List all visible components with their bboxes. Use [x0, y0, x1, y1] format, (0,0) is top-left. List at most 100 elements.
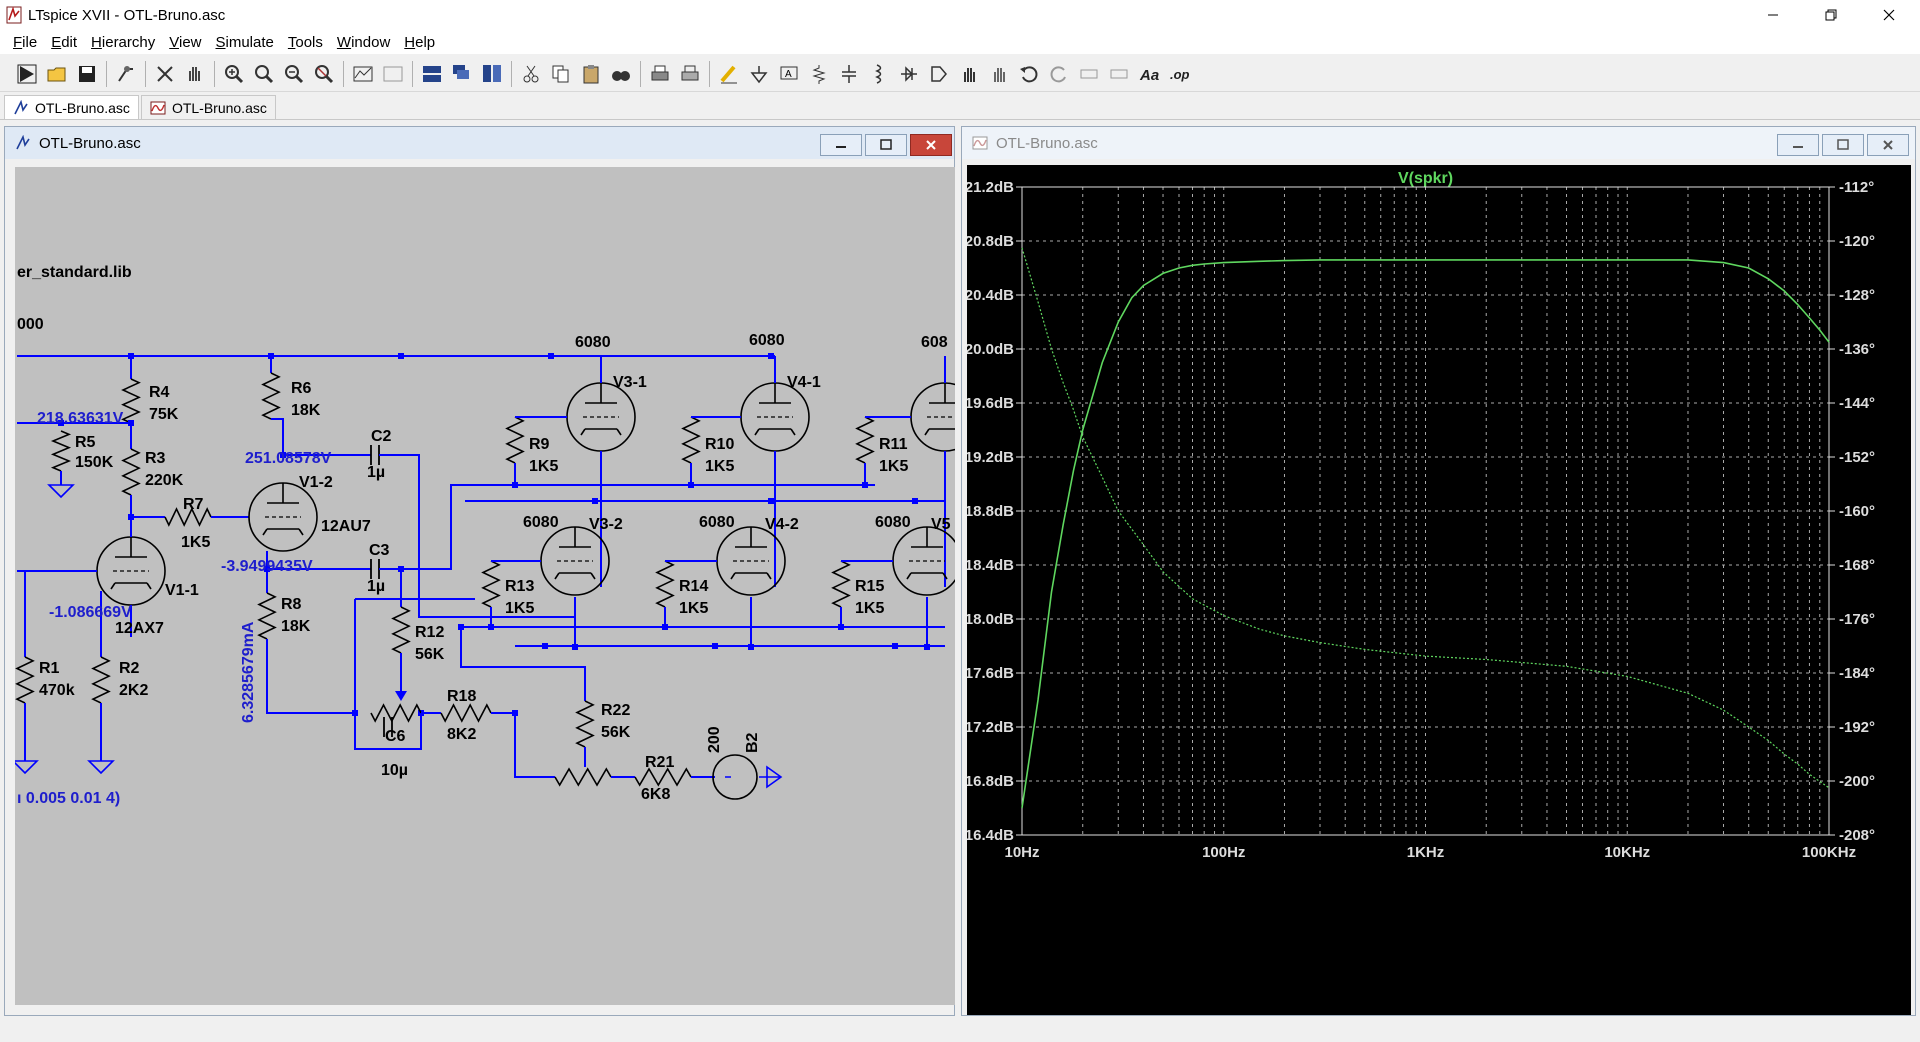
open-button[interactable]	[42, 59, 72, 89]
redo-button[interactable]	[1044, 59, 1074, 89]
redo-icon	[1050, 65, 1066, 82]
resistor-symbol[interactable]	[481, 560, 501, 608]
wire[interactable]	[460, 627, 586, 701]
mirror-button[interactable]	[1104, 59, 1134, 89]
restore-button[interactable]	[1802, 0, 1860, 30]
resistor-symbol[interactable]	[121, 378, 141, 424]
resistor-symbol[interactable]	[370, 703, 422, 723]
waveform-window[interactable]: OTL-Bruno.asc 21.2dB-112°20.8dB-120°20.4…	[961, 126, 1916, 1016]
schematic-maximize-button[interactable]	[865, 134, 907, 156]
wire[interactable]	[271, 418, 284, 455]
close-button[interactable]	[1860, 0, 1918, 30]
zoom-pan-button[interactable]	[249, 59, 279, 89]
pan-button[interactable]	[180, 59, 210, 89]
component-label: R6	[291, 380, 312, 397]
paste-icon	[583, 64, 599, 83]
control-panel-button[interactable]	[111, 59, 141, 89]
menu-item[interactable]: Hierarchy	[84, 34, 162, 51]
vacuum-tube-symbol[interactable]	[248, 482, 318, 552]
copy-button[interactable]	[546, 59, 576, 89]
resistor-symbol[interactable]	[50, 430, 72, 472]
resistor-symbol[interactable]	[257, 592, 277, 640]
menu-item[interactable]: Window	[330, 34, 397, 51]
schematic-minimize-button[interactable]	[820, 134, 862, 156]
phase-trace[interactable]	[1021, 247, 1830, 789]
autorange-button[interactable]	[348, 59, 378, 89]
resistor-symbol[interactable]	[440, 703, 492, 723]
tab-waveform[interactable]: OTL-Bruno.asc	[140, 95, 276, 119]
spice-directive-button[interactable]: .op	[1164, 59, 1194, 89]
label-net-button[interactable]: A	[774, 59, 804, 89]
close-icon	[926, 140, 936, 150]
magnitude-trace[interactable]	[1021, 259, 1830, 809]
tile-vertical-button[interactable]	[477, 59, 507, 89]
ground-button[interactable]	[744, 59, 774, 89]
menu-item[interactable]: View	[162, 34, 208, 51]
capacitor-button[interactable]	[834, 59, 864, 89]
resistor-symbol[interactable]	[505, 416, 525, 464]
menu-item[interactable]: Help	[397, 34, 442, 51]
delete-traces-button[interactable]	[378, 59, 408, 89]
component-button[interactable]	[924, 59, 954, 89]
resistor-symbol[interactable]	[164, 507, 212, 527]
undo-button[interactable]	[1014, 59, 1044, 89]
cascade-button[interactable]	[447, 59, 477, 89]
waveform-minimize-button[interactable]	[1777, 134, 1819, 156]
inductor-button[interactable]	[864, 59, 894, 89]
minimize-button[interactable]	[1744, 0, 1802, 30]
text-button[interactable]: Aa	[1134, 59, 1164, 89]
resistor-symbol[interactable]	[121, 448, 141, 496]
x-tick-label: 100Hz	[1202, 844, 1245, 861]
tile-horizontal-button[interactable]	[417, 59, 447, 89]
resistor-symbol[interactable]	[575, 700, 595, 748]
resistor-symbol[interactable]	[261, 372, 281, 420]
wire[interactable]	[266, 639, 355, 714]
menu-item[interactable]: Tools	[281, 34, 330, 51]
rotate-button[interactable]	[1074, 59, 1104, 89]
resistor-symbol[interactable]	[15, 656, 35, 704]
menu-item[interactable]: Edit	[44, 34, 84, 51]
move-button[interactable]	[954, 59, 984, 89]
waveform-plot[interactable]: 21.2dB-112°20.8dB-120°20.4dB-128°20.0dB-…	[967, 165, 1911, 1015]
tab-schematic[interactable]: OTL-Bruno.asc	[4, 95, 139, 119]
zoom-fit-button[interactable]	[309, 59, 339, 89]
resistor-symbol[interactable]	[831, 560, 851, 608]
resistor-button[interactable]	[804, 59, 834, 89]
save-button[interactable]	[72, 59, 102, 89]
print-setup-button[interactable]	[675, 59, 705, 89]
trace-title[interactable]: V(spkr)	[1398, 170, 1453, 187]
wire[interactable]	[514, 713, 555, 778]
find-button[interactable]	[606, 59, 636, 89]
waveform-maximize-button[interactable]	[1822, 134, 1864, 156]
halt-button[interactable]	[150, 59, 180, 89]
resistor-symbol[interactable]	[391, 606, 411, 654]
run-button[interactable]	[12, 59, 42, 89]
paste-button[interactable]	[576, 59, 606, 89]
resistor-symbol[interactable]	[655, 560, 675, 608]
schematic-close-button[interactable]	[910, 134, 952, 156]
resistor-symbol[interactable]	[634, 767, 692, 787]
resistor-symbol[interactable]	[554, 767, 612, 787]
resistor-symbol[interactable]	[855, 416, 875, 464]
menu-item[interactable]: Simulate	[209, 34, 281, 51]
cut-button[interactable]	[516, 59, 546, 89]
resistor-symbol[interactable]	[681, 416, 701, 464]
save-icon	[79, 65, 95, 82]
wire[interactable]	[379, 454, 575, 618]
menu-item[interactable]: File	[6, 34, 44, 51]
zoom-in-button[interactable]	[219, 59, 249, 89]
schematic-window-titlebar[interactable]: OTL-Bruno.asc	[5, 127, 954, 159]
y-tick-label-left: 18.0dB	[967, 611, 1014, 628]
waveform-close-button[interactable]	[1867, 134, 1909, 156]
waveform-window-titlebar[interactable]: OTL-Bruno.asc	[962, 127, 1915, 159]
drag-button[interactable]	[984, 59, 1014, 89]
diode-button[interactable]	[894, 59, 924, 89]
print-button[interactable]	[645, 59, 675, 89]
zoom-out-button[interactable]	[279, 59, 309, 89]
draw-wire-button[interactable]	[714, 59, 744, 89]
bsource-symbol[interactable]	[712, 754, 758, 800]
resistor-symbol[interactable]	[91, 656, 111, 704]
wire[interactable]	[354, 599, 422, 750]
